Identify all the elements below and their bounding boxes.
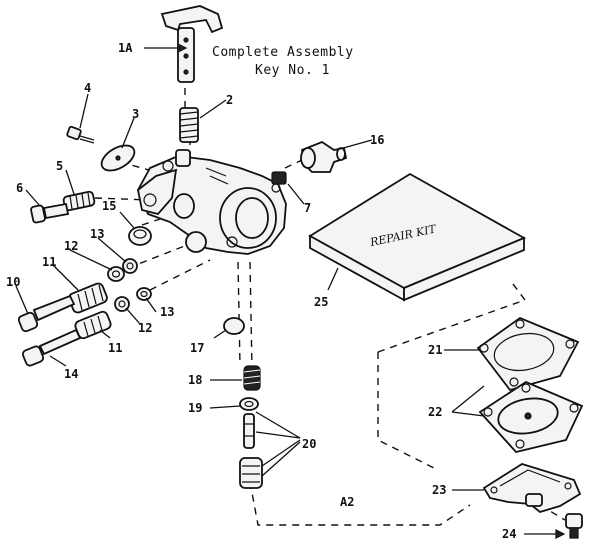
label-6: 6 [16,181,23,195]
title-line-2: Key No. 1 [255,63,330,78]
label-13-upper: 13 [90,227,104,241]
label-10: 10 [6,275,20,289]
part-17-plug [223,317,245,335]
label-7: 7 [304,201,311,215]
part-1a-choke-shaft [160,5,224,83]
label-12-upper: 12 [64,239,78,253]
part-12-washer-lower [114,296,130,312]
leader-lines [15,43,566,539]
label-13-lower: 13 [160,305,174,319]
label-19: 19 [188,401,202,415]
part-20-needle-and-seat [239,413,263,489]
part-18-spring [243,365,261,391]
part-13-washer-lower [136,287,152,301]
part-14-needle-screw [21,328,82,367]
label-23: 23 [432,483,446,497]
label-15: 15 [102,199,116,213]
label-a2: A2 [340,495,354,509]
title-line-1: Complete Assembly [212,45,354,60]
part-25-repair-kit: REPAIR KIT [308,172,527,302]
part-6-screw [30,202,70,224]
label-21: 21 [428,343,442,357]
label-1a: 1A [118,41,133,55]
label-17: 17 [190,341,204,355]
part-15-cup-plug [128,226,152,246]
part-7-plug [271,171,287,185]
part-12-washer-upper [107,266,125,282]
part-11-spring-upper [68,282,108,314]
label-22: 22 [428,405,442,419]
part-4-screw [66,125,95,144]
part-24-fitting [565,513,583,539]
part-3-choke-plate [100,144,136,172]
label-18: 18 [188,373,202,387]
dashed-assembly-lines [94,62,566,526]
part-16-elbow-fitting [300,140,348,173]
part-10-needle-screw [17,294,76,333]
label-11-upper: 11 [42,255,56,269]
label-14: 14 [64,367,78,381]
label-16: 16 [370,133,384,147]
part-2-spring [179,107,199,143]
label-20: 20 [302,437,316,451]
label-5: 5 [56,159,63,173]
part-22-diaphragm [478,380,584,454]
label-24: 24 [502,527,516,541]
label-11-lower: 11 [108,341,122,355]
label-4: 4 [84,81,91,95]
part-21-gasket [476,316,580,392]
label-2: 2 [226,93,233,107]
part-23-bowl-cover [482,463,582,513]
callout-labels: 1A 2 3 4 5 6 7 10 11 11 12 12 13 13 14 1… [6,41,516,541]
label-12-lower: 12 [138,321,152,335]
label-3: 3 [132,107,139,121]
carburetor-body [137,149,287,255]
label-25: 25 [314,295,328,309]
part-19-washer [239,397,259,411]
part-13-washer-upper [122,258,138,274]
